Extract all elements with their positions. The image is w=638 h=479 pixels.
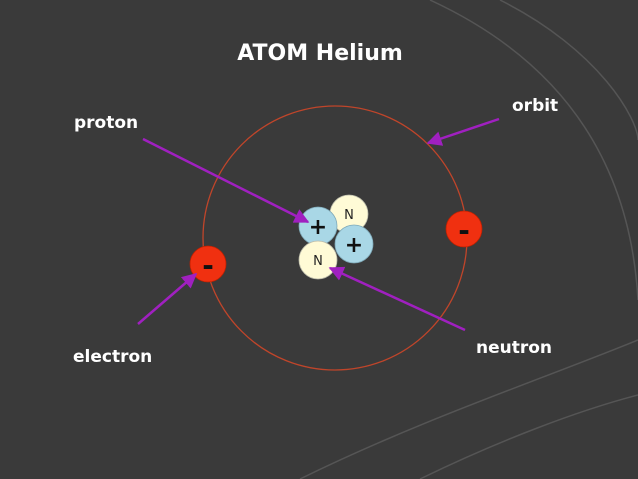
electron-symbol: - [202, 249, 214, 282]
proton-symbol: + [309, 215, 327, 240]
nucleus: N + + N [298, 194, 374, 280]
electron-particle [189, 245, 227, 283]
electron-label: electron [73, 347, 152, 367]
orbit-label: orbit [512, 96, 558, 116]
proton-symbol: + [345, 233, 363, 258]
neutron-label: neutron [476, 338, 552, 358]
background-decoration [299, 0, 638, 479]
proton-arrow [142, 137, 310, 224]
electron-particle [445, 210, 483, 248]
proton-particle [334, 224, 374, 264]
neutron-particle [298, 240, 338, 280]
neutron-arrow [328, 266, 466, 332]
electron-arrow [137, 273, 198, 325]
electron-symbol: - [458, 214, 470, 247]
neutron-symbol: N [344, 208, 354, 223]
orbit-arrow [426, 117, 500, 146]
orbit-ring [202, 105, 468, 371]
proton-label: proton [74, 113, 138, 133]
diagram-title: ATOM Helium [237, 41, 403, 66]
neutron-symbol: N [313, 254, 323, 269]
